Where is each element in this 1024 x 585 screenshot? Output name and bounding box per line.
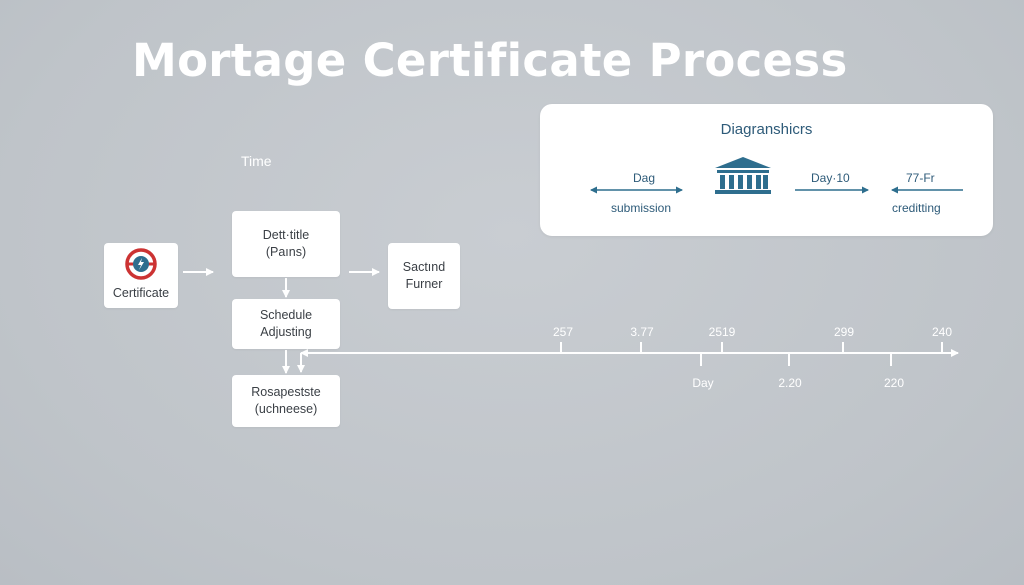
page-title: Mortage Certificate Process bbox=[132, 34, 848, 87]
timeline-upper-label: 240 bbox=[931, 325, 953, 339]
alert-icon bbox=[125, 247, 157, 280]
bank-icon bbox=[715, 157, 771, 194]
schedule-line2: Adjusting bbox=[260, 325, 312, 339]
time-label: Time bbox=[241, 153, 272, 169]
second-furner-line2: Furner bbox=[405, 277, 443, 291]
timeline-lower-label: 2.20 bbox=[778, 376, 802, 390]
panel-label-day10: Day·10 bbox=[811, 171, 850, 185]
debt-title-node[interactable]: Dett·title (Paıns) bbox=[232, 211, 340, 277]
schedule-line1: Schedule bbox=[259, 307, 313, 322]
panel-label-creditting: creditting bbox=[892, 201, 941, 215]
debt-title-line1: Dett·title bbox=[262, 227, 310, 242]
panel-title: Diagranshicrs bbox=[720, 121, 813, 138]
schedule-node[interactable]: Schedule Adjusting bbox=[232, 299, 340, 349]
panel-arrows bbox=[590, 186, 963, 194]
debt-title-line2: (Paıns) bbox=[265, 245, 307, 259]
diagram-panel: Diagranshicrs Dag submission Day·10 77-F… bbox=[540, 104, 993, 236]
timeline-upper-label: 3.77 bbox=[630, 325, 654, 339]
timeline-lower-label: Day bbox=[692, 376, 714, 390]
response-node[interactable]: Rosapestste (uchneese) bbox=[232, 375, 340, 427]
response-line2: (uchneese) bbox=[254, 402, 318, 416]
panel-label-dag: Dag bbox=[633, 171, 656, 185]
panel-label-77fr: 77-Fr bbox=[906, 171, 935, 185]
timeline-upper-label: 2519 bbox=[708, 325, 736, 339]
response-line1: Rosapestste bbox=[251, 384, 321, 399]
certificate-node[interactable]: Certificate bbox=[104, 243, 178, 308]
panel-label-submission: submission bbox=[611, 201, 672, 215]
timeline-upper-label: 299 bbox=[833, 325, 855, 339]
second-furner-node[interactable]: Sactınd Furner bbox=[388, 243, 460, 309]
timeline-upper-label: 257 bbox=[552, 325, 574, 339]
timeline-lower-label: 220 bbox=[883, 376, 905, 390]
certificate-label: Certificate bbox=[112, 285, 170, 300]
second-furner-line1: Sactınd bbox=[402, 259, 446, 274]
